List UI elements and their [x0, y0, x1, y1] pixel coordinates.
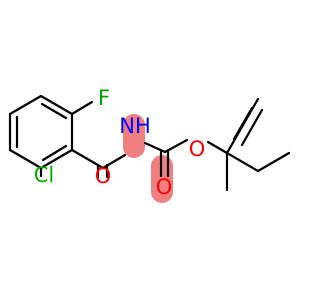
ring-double-bond-1	[40, 102, 68, 120]
substituent-bonds	[39, 97, 291, 192]
ring-bond-c5-c6	[8, 148, 43, 170]
bond-nh-carbamate	[143, 141, 167, 154]
bond-quaternary-c-ethyl	[225, 151, 260, 173]
ring-bond-c2-c3	[39, 94, 74, 116]
ring-double-bond-3	[41, 144, 68, 162]
nh-highlight	[123, 114, 145, 158]
atom-label-amide-oxygen: O	[95, 164, 112, 188]
bond-ester-o-quaternary-c	[206, 140, 229, 155]
benzene-ring	[8, 94, 74, 170]
atom-label-carbamate-oxygen: O	[156, 175, 173, 199]
atom-label-ester-oxygen: O	[189, 137, 206, 161]
atom-label-fluorine: F	[98, 86, 110, 110]
alkyne-bond-right	[240, 108, 264, 147]
bond-ethyl-terminal	[256, 151, 291, 173]
ring-bond-c3-c4	[8, 94, 43, 116]
ring-bond-c6-c1	[39, 148, 74, 170]
alkyne-bond-left	[232, 106, 254, 141]
atom-label-nh: NH	[119, 114, 151, 138]
bond-carbamate-ester-o	[163, 138, 189, 154]
atom-label-chlorine: Cl	[34, 163, 55, 187]
bond-carbonyl-nh	[101, 153, 127, 170]
bond-c2-fluorine	[70, 100, 94, 116]
molecule-structure: F Cl NH O O O	[8, 86, 291, 203]
atom-labels: F Cl NH O O O	[34, 86, 206, 199]
